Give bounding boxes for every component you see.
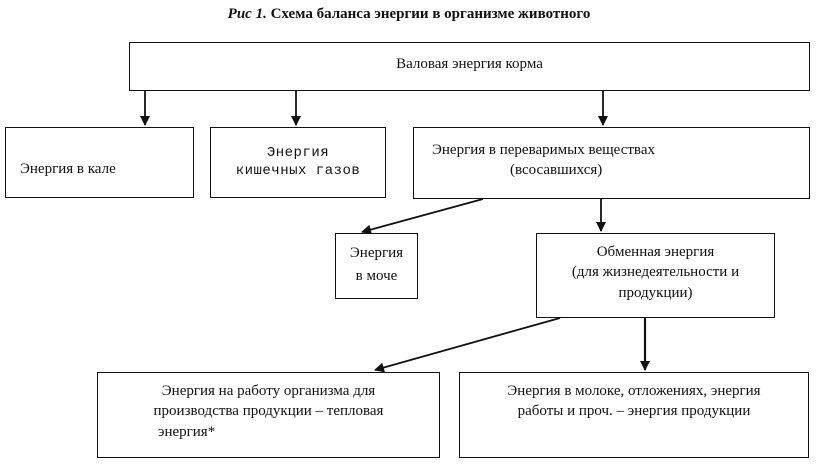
digestible-energy-box: Энергия в переваримых веществах (всосавш… [413,127,810,199]
arrow-metabolic-to-heat [374,317,561,373]
urine-energy-label-line1: Энергия [349,245,404,261]
metabolic-energy-label-line3: продукции) [618,284,693,301]
figure-caption: Схема баланса энергии в организме животн… [270,6,591,22]
gross-energy-box: Валовая энергия корма [129,42,810,91]
metabolic-energy-label-line1: Обменная энергия [596,244,715,260]
digestible-energy-label-line2: (всосавшихся) [510,161,603,178]
metabolic-energy-box: Обменная энергия (для жизнедеятельности … [536,233,775,318]
feces-energy-label: Энергия в кале [20,161,116,177]
feces-energy-box: Энергия в кале [5,127,194,198]
urine-energy-label-line2: в моче [355,268,398,285]
heat-energy-label-line3: энергия* [158,423,216,440]
product-energy-label-line2: работы и проч. – энергия продукции [517,403,751,420]
metabolic-energy-label-line2: (для жизнедеятельности и [571,264,740,281]
product-energy-label-line1: Энергия в молоке, отложениях, энергия [507,383,761,399]
gas-energy-box: Энергия кишечных газов [210,127,386,198]
gross-energy-label: Валовая энергия корма [396,56,543,72]
product-energy-box: Энергия в молоке, отложениях, энергия ра… [459,372,809,458]
arrow-digestible-to-urine [361,198,484,235]
diagram-title: Рис 1. Схема баланса энергии в организме… [0,6,818,23]
urine-energy-box: Энергия в моче [335,233,418,299]
digestible-energy-label-line1: Энергия в переваримых веществах [432,142,655,158]
gas-energy-label-line1: Энергия [266,145,330,161]
gas-energy-label-line2: кишечных газов [235,163,361,180]
figure-label: Рис 1. [227,6,267,22]
heat-energy-label-line1: Энергия на работу организма для [161,383,376,399]
heat-energy-box: Энергия на работу организма для производ… [97,372,440,458]
heat-energy-label-line2: производства продукции – тепловая [153,403,384,420]
